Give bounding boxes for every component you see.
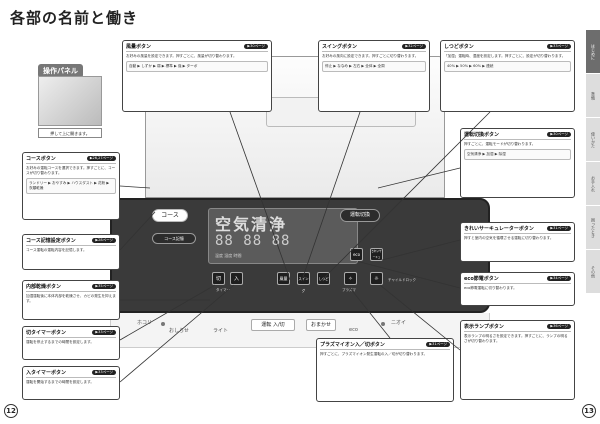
callout-kiri-timer: 切タイマーボタン▶33ページ 運転を停止するまでの時間を設定します。	[22, 326, 120, 360]
kiri-timer-button[interactable]: 切	[212, 272, 225, 285]
sidebar-tab-0[interactable]: はじめに	[586, 30, 600, 74]
omakase-button[interactable]: おまかせ	[306, 319, 336, 331]
sidebar-tab-4[interactable]: 困ったとき	[586, 206, 600, 250]
callout-unten: 運転切換ボタン▶30ページ 押すごとに、運転モードが切り替わります。空気清浄 ▶…	[460, 128, 575, 198]
shitsudo-button[interactable]: しつど	[317, 272, 330, 285]
sidebar-tab-2[interactable]: 使いかた	[586, 118, 600, 162]
course-button[interactable]: コース	[152, 209, 188, 222]
sidebar-tab-3[interactable]: お手入れ	[586, 162, 600, 206]
oshirase-label: おしらせ	[169, 328, 189, 334]
sidebar-tab-5[interactable]: その他	[586, 250, 600, 294]
kirei-circulator-button[interactable]: きれいサーキュ	[370, 248, 383, 261]
callout-hyouji: 表示ランプボタン▶36ページ 表示ランプの明るさを設定できます。押すごとに、ラン…	[460, 320, 575, 400]
section-sidebar: はじめに 準備 使いかた お手入れ 困ったとき その他	[586, 30, 600, 390]
callout-kirei: きれいサーキュレーターボタン▶31ページ 押すと室内の空気を循環させる運転に切り…	[460, 222, 575, 262]
callout-fuuryou: 風量ボタン▶30ページ お好みの風量を設定できます。押すごとに、風量が切り替わり…	[122, 40, 272, 112]
light-label: ライト	[213, 328, 229, 334]
hokori-label: ホコリ	[137, 320, 153, 326]
timer-label: タイマー	[216, 288, 230, 292]
lcd-digits: 88 88 88	[215, 233, 291, 249]
callout-iri-timer: 入タイマーボタン▶33ページ 運転を開始するまでの時間を設定します。	[22, 366, 120, 400]
child-lock-label: チャイルドロック	[388, 278, 416, 282]
callout-swing: スイングボタン▶32ページ お好みの風向に設定できます。押すごとに切り替わります…	[318, 40, 430, 112]
hyouji-lamp-button[interactable]: ☼	[370, 272, 383, 285]
nioi-label: ニオイ	[391, 320, 407, 326]
callout-eco: eco節電ボタン▶34ページ eco節電運転に切り替わります。	[460, 272, 575, 306]
eco-indicator-label: eco	[349, 327, 358, 333]
callout-shitsudo: しつどボタン▶33ページ 「加湿」運転時、湿度を設定します。押すごとに、設定が切…	[440, 40, 575, 112]
nioi-lamp	[381, 322, 385, 326]
operation-panel-photo	[38, 76, 102, 126]
callout-course: コースボタン▶26,27ページ お好みの運転コースを選択できます。押すごとに、コ…	[22, 152, 120, 220]
operation-panel-note: 押して上に開きます。	[38, 128, 102, 138]
control-panel: コース コース記憶 空気清浄 88 88 88 温度 湿度 時間 運転切換 切 …	[110, 198, 490, 313]
plasma-button[interactable]: ✧	[344, 272, 357, 285]
callout-naibu: 内部乾燥ボタン▶35ページ 加湿運転後に本体内部を乾燥させ、カビの発生を抑えます…	[22, 280, 120, 320]
eco-button[interactable]: eco	[350, 248, 363, 261]
operation-panel-badge: 操作パネル	[38, 64, 83, 78]
plasma-label: プラズマ	[342, 288, 356, 292]
fuuryou-button[interactable]: 風量	[277, 272, 290, 285]
lcd-sub-labels: 温度 湿度 時間	[215, 253, 242, 258]
callout-plasma: プラズマイオン入／切ボタン▶31ページ 押すごとに、プラズマイオン発生運転の入／…	[316, 338, 454, 402]
hokori-lamp	[161, 322, 165, 326]
page-number-right: 13	[582, 404, 596, 418]
sidebar-tab-1[interactable]: 準備	[586, 74, 600, 118]
airflow-mode-button[interactable]: 運転切換	[340, 209, 380, 222]
iri-timer-button[interactable]: 入	[230, 272, 243, 285]
lcd-display: 空気清浄 88 88 88 温度 湿度 時間	[208, 208, 358, 264]
swing-button[interactable]: スイング	[297, 272, 310, 293]
run-button[interactable]: 運転 入/切	[251, 319, 295, 331]
lcd-mode-text: 空気清浄	[215, 215, 288, 234]
callout-course-save: コース記憶設定ボタン▶28ページ コース運転の運転内容を記憶します。	[22, 234, 120, 270]
course-save-button[interactable]: コース記憶	[152, 233, 196, 244]
page-number-left: 12	[4, 404, 18, 418]
page-title: 各部の名前と働き	[10, 9, 139, 27]
